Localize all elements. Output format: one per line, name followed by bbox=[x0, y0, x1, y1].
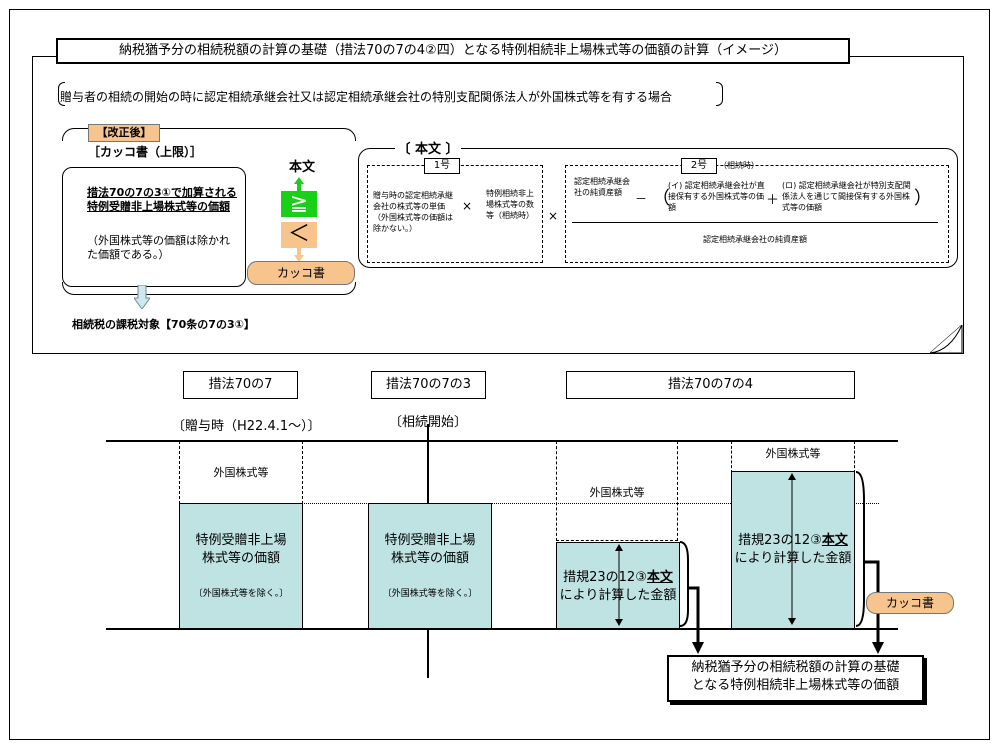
minus-sign: － bbox=[635, 192, 648, 206]
col3-main-c: により計算した金額 bbox=[559, 588, 677, 603]
result-line2: となる特例相続非上場株式等の価額 bbox=[691, 678, 900, 693]
col4-brace-arrow bbox=[855, 471, 884, 654]
paren-open: （ bbox=[652, 188, 670, 209]
term2-tag: 2号 bbox=[681, 158, 717, 174]
col1-event: 〔贈与時（H22.4.1～）〕 bbox=[172, 419, 321, 434]
formula-title: 〔 本文 〕 bbox=[395, 138, 461, 157]
col1-note: 〔外国株式等を除く。〕 bbox=[193, 589, 289, 599]
timeline-kakko-tag: カッコ書 bbox=[866, 592, 954, 614]
ge-symbol: ≧ bbox=[281, 191, 317, 217]
term2-denominator: 認定相続承継会社の純資産額 bbox=[703, 235, 807, 244]
col2-main-box: 特例受贈非上場株式等の価額 〔外国株式等を除く。〕 bbox=[368, 503, 492, 629]
col2-note: 〔外国株式等を除く。〕 bbox=[382, 589, 478, 599]
plus-sign: ＋ bbox=[766, 193, 780, 208]
col4-main-a: 措規23の12③ bbox=[738, 533, 822, 548]
col3-main-text: 措規23の12③本文 により計算した金額 bbox=[557, 569, 679, 605]
timeline-bottom-line bbox=[106, 628, 898, 630]
col3-main-box: 措規23の12③本文 により計算した金額 bbox=[556, 542, 680, 629]
col4-main-c: により計算した金額 bbox=[734, 551, 852, 566]
folded-corner-icon bbox=[930, 325, 963, 354]
term1-b: 特例相続非上場株式等の数等（相続時） bbox=[486, 189, 534, 220]
col2-event: 〔相続開始〕 bbox=[389, 415, 468, 430]
kakko-tag: カッコ書 bbox=[247, 261, 355, 285]
timeline-top-line bbox=[106, 440, 898, 442]
down-arrow-icon bbox=[134, 285, 150, 309]
result-line1: 納税猶予分の相続税額の計算の基礎 bbox=[691, 660, 900, 675]
fraction-line bbox=[572, 222, 938, 223]
bracket-right bbox=[716, 82, 723, 106]
term2-i: (イ) 認定相続承継会社が直接保有する外国株式等の価額 bbox=[668, 181, 765, 212]
col4-main-b: 本文 bbox=[821, 533, 848, 548]
bracket-left bbox=[58, 82, 65, 106]
outer-frame bbox=[9, 9, 990, 740]
page-title: 納税猶予分の相続税額の計算の基礎（措法70の7の4②四）となる特例相続非上場株式… bbox=[56, 38, 850, 64]
kakko-upper-label: ［カッコ書（上限）］ bbox=[88, 145, 203, 159]
kakko-value-box: 措法70の7の3①で加算される特例受贈非上場株式等の価額 （外国株式等の価額は除… bbox=[62, 167, 246, 287]
term2-ro: (ロ) 認定相続承継会社が特別支配関係法人を通じて間接保有する外国株式等の価額 bbox=[782, 181, 911, 212]
col4-foreign-box: 外国株式等 bbox=[731, 441, 855, 473]
col3-header: 措法70の7の4 bbox=[566, 371, 855, 399]
col4-main-box: 措規23の12③本文 により計算した金額 bbox=[731, 471, 855, 629]
lt-symbol: ＜ bbox=[281, 222, 317, 248]
col3-brace-arrow bbox=[679, 541, 704, 654]
term2-numerator-a: 認定相続承継会社の純資産額 bbox=[574, 177, 630, 197]
times2: × bbox=[548, 209, 559, 223]
col1-main: 特例受贈非上場株式等の価額 bbox=[195, 533, 287, 566]
result-box: 納税猶予分の相続税額の計算の基礎 となる特例相続非上場株式等の価額 bbox=[667, 655, 924, 702]
term1-a: 贈与時の認定相続承継会社の株式等の単価（外国株式等の価額は除かない。） bbox=[373, 191, 453, 233]
condition-text: 贈与者の相続の開始の時に認定相続承継会社又は認定相続承継会社の特別支配関係法人が… bbox=[60, 90, 673, 104]
honbun-label: 本文 bbox=[289, 160, 316, 175]
times1: × bbox=[462, 199, 473, 213]
col3-main-b: 本文 bbox=[646, 570, 673, 585]
down-arrow-icon bbox=[294, 248, 304, 262]
kakko-box-main: 措法70の7の3①で加算される特例受贈非上場株式等の価額 bbox=[87, 186, 237, 213]
col4-main-text: 措規23の12③本文 により計算した金額 bbox=[732, 532, 854, 568]
revision-label: 【改正後】 bbox=[88, 124, 160, 142]
col3-foreign-box: 外国株式等 bbox=[556, 441, 678, 541]
col3-main-a: 措規23の12③ bbox=[563, 570, 647, 585]
col1-foreign-box: 外国株式等 bbox=[179, 441, 303, 504]
col3-height-arrow bbox=[615, 544, 623, 626]
term2-tag-sub: （相続時） bbox=[719, 161, 759, 170]
col1-header: 措法70の7 bbox=[183, 371, 298, 399]
brace-bottom bbox=[62, 282, 356, 295]
paren-close: ） bbox=[914, 188, 932, 209]
col1-main-box: 特例受贈非上場株式等の価額 〔外国株式等を除く。〕 bbox=[179, 503, 303, 629]
col2-main: 特例受贈非上場株式等の価額 bbox=[384, 533, 476, 566]
term1-tag: 1号 bbox=[424, 158, 460, 174]
kakko-box-sub: （外国株式等の価額は除かれた価額である。） bbox=[87, 234, 230, 261]
col2-header: 措法70の7の3 bbox=[371, 371, 486, 399]
col4-height-arrow bbox=[788, 473, 796, 625]
term2-box bbox=[565, 165, 949, 263]
up-arrow-icon bbox=[294, 177, 304, 193]
tax-target-label: 相続税の課税対象【70条の7の3①】 bbox=[72, 318, 255, 331]
dotted-guide-line bbox=[299, 503, 879, 504]
